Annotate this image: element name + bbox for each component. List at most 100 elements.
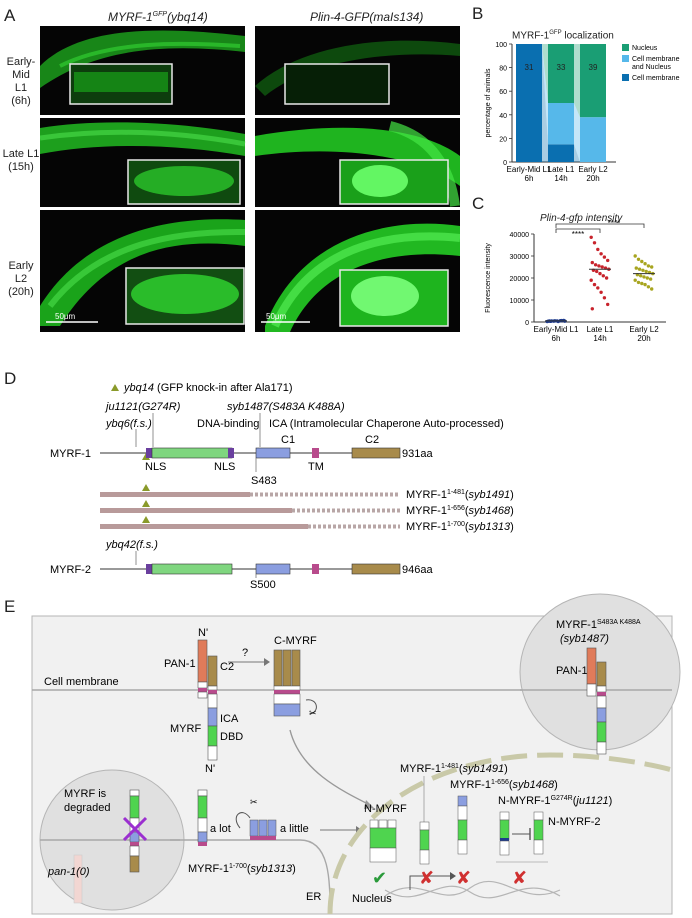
chart-c-point	[646, 285, 651, 289]
trunc-paren-open: (	[465, 505, 469, 517]
myrf1-length: 931aa	[402, 448, 433, 460]
chart-b-y-tick-label: 60	[499, 89, 507, 96]
ybq42-label: ybq42(f.s.)	[105, 539, 158, 551]
chart-b-connector	[542, 44, 548, 162]
micrograph-myrf1-late-l1	[40, 118, 246, 207]
row-label-line: (15h)	[8, 161, 34, 173]
truncation-700-label: MYRF-11-700(syb1313)	[406, 521, 514, 533]
trunc-paren-close: )	[292, 863, 296, 875]
myrf1-name: MYRF-1	[50, 448, 91, 460]
ybq14-marker	[142, 484, 150, 491]
micrograph-plin4-l1	[255, 26, 460, 115]
panel-label-d: D	[4, 369, 17, 388]
chart-c-point	[648, 277, 653, 281]
chart-b-y-tick-label: 20	[499, 136, 507, 143]
ybq14-marker	[142, 500, 150, 507]
micrograph-plin4-late-l1	[255, 118, 460, 207]
chart-b-x-tick-label: Early L2	[578, 165, 608, 174]
trunc-700-allele: syb1313	[251, 863, 293, 875]
chart-b-y-label: percentage of animals	[485, 68, 492, 137]
micrograph-grid	[40, 26, 460, 332]
panel-e-model: Cell membrane N' PAN-1 C2 ICA DBD MYRF N…	[31, 593, 681, 915]
nucleus-envelope	[327, 752, 673, 915]
truncation-656-sup: 1-656	[447, 505, 465, 512]
dbd-block	[151, 563, 233, 575]
n-prime-top: N'	[198, 627, 208, 639]
chart-c-point	[599, 290, 603, 294]
myrf-degraded-line2: degraded	[64, 802, 111, 814]
dna-binding-label: DNA-binding	[197, 418, 259, 430]
chart-c-sig-label: ****	[608, 220, 620, 228]
truncation-656-base: MYRF-1	[406, 505, 447, 517]
chart-c-point	[650, 265, 654, 269]
nls-block	[146, 564, 152, 574]
myrf-degraded-line1: MYRF is	[64, 788, 107, 800]
chart-c-point	[650, 287, 654, 291]
col-header-myrf1-sup: GFP	[152, 11, 168, 18]
truncation-656-label: MYRF-11-656(syb1468)	[406, 505, 514, 517]
chart-c-point	[556, 319, 560, 324]
cross-icon: ✘	[456, 868, 471, 888]
chart-c-point	[602, 296, 607, 300]
chart-c-y-tick-label: 0	[525, 320, 529, 327]
chart-b-connector	[542, 44, 548, 103]
chart-c-x-tick-label: 14h	[593, 334, 606, 343]
panel-label-b: B	[472, 4, 484, 23]
row-label-line: Early-Mid	[6, 56, 36, 81]
row-label-early-l2: Early L2 (20h)	[2, 260, 40, 299]
chart-c-point	[599, 252, 603, 256]
ybq6-label: ybq6(f.s.)	[105, 418, 152, 430]
row-label-line: Late L1	[2, 148, 40, 160]
n-myrf-trimer	[369, 819, 397, 863]
trunc-paren-close: )	[510, 521, 514, 533]
chart-b-bar-segment	[548, 144, 574, 162]
tm-block	[312, 564, 319, 574]
chart-c-sig-bracket	[555, 223, 645, 228]
ybq14-marker	[142, 516, 150, 523]
chart-c-point	[597, 264, 601, 268]
chart-b-bar-segment	[580, 117, 606, 162]
chart-c-title-text: Plin-4-gfp intensity	[540, 213, 623, 224]
chart-b-legend-label: Cell membrane	[632, 75, 680, 82]
cross-icon: ✘	[512, 868, 527, 888]
chart-c-point	[634, 266, 638, 270]
truncation-700-base: MYRF-1	[406, 521, 447, 533]
c2-block	[351, 563, 401, 575]
pan1-block	[197, 639, 208, 683]
trunc-656-sup: 1-656	[491, 779, 509, 786]
chart-b-title-sup: GFP	[549, 30, 562, 36]
trunc-656-label: MYRF-11-656(syb1468)	[450, 779, 558, 791]
micrograph-plin4-l2	[255, 210, 460, 332]
chart-c-point	[642, 275, 646, 279]
trunc-656-allele: syb1468	[513, 779, 555, 791]
row-label-line: Early L2	[8, 260, 34, 285]
trunc-paren-close: )	[609, 795, 613, 807]
g274r-sup: G274R	[551, 795, 573, 802]
chart-c-point	[640, 281, 644, 286]
ybq14-desc: (GFP knock-in after Ala171)	[154, 382, 293, 394]
tm-label: TM	[308, 461, 324, 473]
truncation-656: MYRF-11-656(syb1468)	[100, 505, 514, 517]
nucleus-label: Nucleus	[352, 893, 392, 905]
chart-c-x-tick-label: 6h	[552, 334, 561, 343]
truncation-481-label: MYRF-11-481(syb1491)	[406, 489, 514, 501]
ybq14-label: ybq14 (GFP knock-in after Ala171)	[123, 382, 293, 394]
chart-b-connector	[574, 103, 580, 162]
trunc-paren-close: )	[504, 763, 508, 775]
c2-label: C2	[365, 434, 379, 446]
c2-block	[207, 655, 218, 687]
chart-c-point	[596, 286, 600, 290]
syb1487-label: syb1487(S483A K488A)	[227, 401, 345, 413]
panel-d-diagram: ybq14 (GFP knock-in after Ala171) ju1121…	[50, 382, 514, 590]
chart-c-point	[636, 257, 641, 261]
truncation-700-allele: syb1313	[469, 521, 511, 533]
chart-b-bar-segment	[548, 103, 574, 145]
chart-c-point	[646, 264, 651, 268]
chart-b-legend-label: Cell membrane	[632, 56, 680, 63]
chart-c-y-tick-label: 30000	[510, 254, 530, 261]
tm-block	[312, 448, 319, 458]
trunc-paren-open: (	[465, 489, 469, 501]
trunc-paren-open: (	[509, 779, 513, 791]
